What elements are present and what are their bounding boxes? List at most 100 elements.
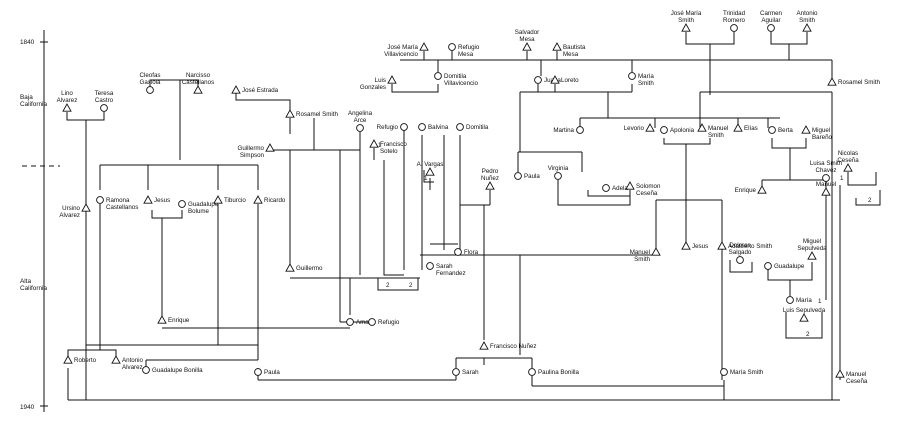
person-name-line: Sarah xyxy=(436,263,453,270)
person-name-line: Pedro xyxy=(482,168,499,175)
person-name-line: Miguel xyxy=(812,127,830,134)
person-name-line: Romero xyxy=(723,17,746,24)
person-name-line: Guillermo xyxy=(238,145,265,152)
person-name-line: José María xyxy=(387,44,418,51)
person-name-line: Solomon xyxy=(636,183,661,190)
person-name-line: Elías xyxy=(744,125,758,132)
person-name-line: Mesa xyxy=(458,51,474,58)
female-circle-icon xyxy=(454,248,462,256)
year-1940-label: 1940 xyxy=(20,404,35,411)
person-name-line: María Smith xyxy=(730,369,764,376)
person-name-line: Castellanos xyxy=(106,204,138,211)
male-triangle-icon xyxy=(807,251,817,260)
person-name-line: Sepulveda xyxy=(797,245,827,252)
person-name-line: Smith xyxy=(799,17,815,24)
person-refugio-f: Refugio xyxy=(377,123,408,131)
person-name-line: Chavez xyxy=(816,167,837,174)
person-name-line: Guillermo xyxy=(296,265,323,272)
sibling-count-label: 2 xyxy=(409,282,413,289)
person-name-line: Aguilar xyxy=(761,17,780,24)
female-circle-icon xyxy=(764,262,772,270)
male-triangle-icon xyxy=(625,181,635,190)
female-circle-icon xyxy=(452,368,460,376)
person-loreto: Loreto xyxy=(550,75,579,84)
person-name-line: Domitila xyxy=(466,124,489,131)
female-circle-icon xyxy=(356,124,364,132)
person-name-line: Manuel xyxy=(708,125,728,132)
female-circle-icon xyxy=(178,200,186,208)
person-name-line: Rosamel Smith xyxy=(838,79,881,86)
timeline-axis: 1840 1940 Baja California Alta Californi… xyxy=(20,30,60,412)
person-name-line: Luis xyxy=(375,77,386,84)
person-a-vargas: A. Vargas xyxy=(417,161,443,176)
person-name-line: Loreto xyxy=(561,77,579,84)
person-name-line: Amalia xyxy=(356,319,375,326)
person-jose-estrada: José Estrada xyxy=(231,85,279,94)
person-name-line: Trinidad xyxy=(723,10,746,17)
male-triangle-icon xyxy=(717,241,727,250)
male-triangle-icon xyxy=(63,355,73,364)
male-triangle-icon xyxy=(522,42,532,51)
person-jesus-r: Jesus xyxy=(681,241,708,250)
person-name-line: Ursino xyxy=(62,205,80,212)
person-name-line: Luisa Smith xyxy=(810,160,843,167)
person-name-line: María xyxy=(638,73,654,80)
person-name-line: Mesa xyxy=(563,51,579,58)
person-name-line: Simpson xyxy=(240,152,265,159)
person-martina: Martina xyxy=(553,126,584,134)
female-circle-icon xyxy=(434,72,442,80)
person-name-line: Carmen xyxy=(760,10,783,17)
male-triangle-icon xyxy=(369,139,379,148)
person-domitila: Domitila xyxy=(456,123,489,131)
female-circle-icon xyxy=(602,184,610,192)
male-triangle-icon xyxy=(802,23,812,32)
person-roberto: Roberto xyxy=(63,355,97,364)
female-circle-icon xyxy=(628,72,636,80)
female-circle-icon xyxy=(96,196,104,204)
person-name-line: Narcisso xyxy=(186,72,211,79)
person-name-line: Alvarez xyxy=(122,364,143,371)
male-triangle-icon xyxy=(757,185,767,194)
person-name-line: Virginia xyxy=(548,165,569,172)
person-name-line: Refugio xyxy=(458,44,480,51)
female-circle-icon xyxy=(768,126,776,134)
person-name-line: Adela xyxy=(612,185,628,192)
female-circle-icon xyxy=(146,86,154,94)
male-triangle-icon xyxy=(425,167,435,176)
person-name-line: Salgado xyxy=(729,249,752,256)
male-triangle-icon xyxy=(265,143,275,152)
person-name-line: Levorio xyxy=(624,125,645,132)
person-name-line: Lino xyxy=(61,90,73,97)
person-paula-b: Paula xyxy=(254,368,280,376)
male-triangle-icon xyxy=(157,315,167,324)
male-triangle-icon xyxy=(231,85,241,94)
female-circle-icon xyxy=(736,256,744,264)
person-name-line: Nuñez xyxy=(481,175,499,182)
person-name-line: Sotelo xyxy=(380,148,398,155)
person-name-line: Smith xyxy=(638,80,654,87)
person-name-line: Fernandez xyxy=(436,270,466,277)
person-name-line: María xyxy=(796,297,812,304)
person-flora: Flora xyxy=(454,248,479,256)
person-name-line: Balvina xyxy=(428,124,449,131)
person-name-line: Refugio xyxy=(378,319,400,326)
